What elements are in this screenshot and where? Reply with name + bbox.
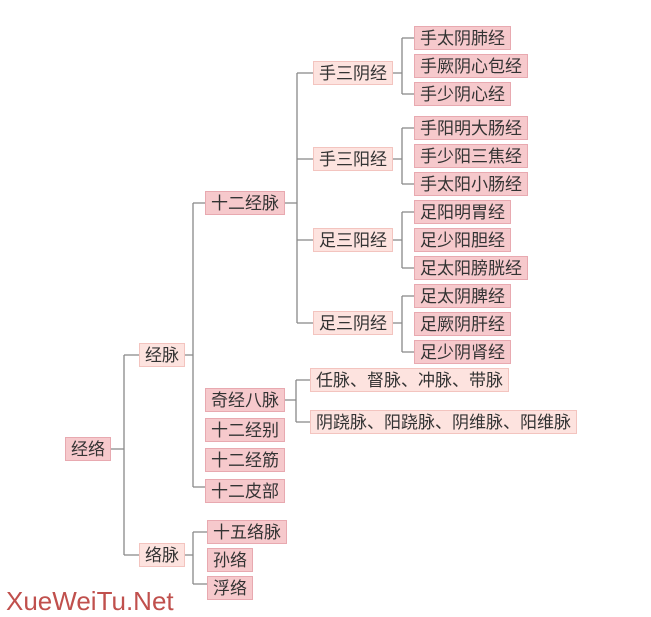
connector-lines xyxy=(106,37,414,585)
node-qijing-item: 阴跷脉、阳跷脉、阴维脉、阳维脉 xyxy=(310,410,577,434)
node-meridian: 足太阴脾经 xyxy=(414,284,511,308)
node-meridian: 手太阳小肠经 xyxy=(414,172,528,196)
node-meridian: 手厥阴心包经 xyxy=(414,54,528,78)
node-qijing: 奇经八脉 xyxy=(205,388,285,412)
node-qijing-item: 任脉、督脉、冲脉、带脉 xyxy=(310,368,509,392)
node-meridian: 手太阴肺经 xyxy=(414,26,511,50)
node-jingmai: 经脉 xyxy=(139,343,185,367)
node-group: 手三阴经 xyxy=(313,61,393,85)
node-meridian: 手阳明大肠经 xyxy=(414,116,528,140)
node-meridian: 足阳明胃经 xyxy=(414,200,511,224)
node-group: 足三阴经 xyxy=(313,311,393,335)
node-jingbie: 十二经别 xyxy=(205,418,285,442)
node-meridian: 足少阳胆经 xyxy=(414,228,511,252)
node-group: 手三阳经 xyxy=(313,147,393,171)
watermark: XueWeiTu.Net xyxy=(6,586,174,616)
node-group: 足三阳经 xyxy=(313,228,393,252)
node-luomai-item: 十五络脉 xyxy=(207,520,287,544)
node-jingjin: 十二经筋 xyxy=(205,448,285,472)
node-luomai-item: 孙络 xyxy=(207,548,253,572)
node-luomai: 络脉 xyxy=(139,543,185,567)
node-pibu: 十二皮部 xyxy=(205,479,285,503)
node-meridian: 手少阴心经 xyxy=(414,82,511,106)
node-luomai-item: 浮络 xyxy=(207,576,253,600)
node-meridian: 手少阳三焦经 xyxy=(414,144,528,168)
node-meridian: 足厥阴肝经 xyxy=(414,312,511,336)
node-meridian: 足太阳膀胱经 xyxy=(414,256,528,280)
node-meridian: 足少阴肾经 xyxy=(414,340,511,364)
node-root: 经络 xyxy=(65,437,111,461)
node-shier-jingmai: 十二经脉 xyxy=(205,191,285,215)
